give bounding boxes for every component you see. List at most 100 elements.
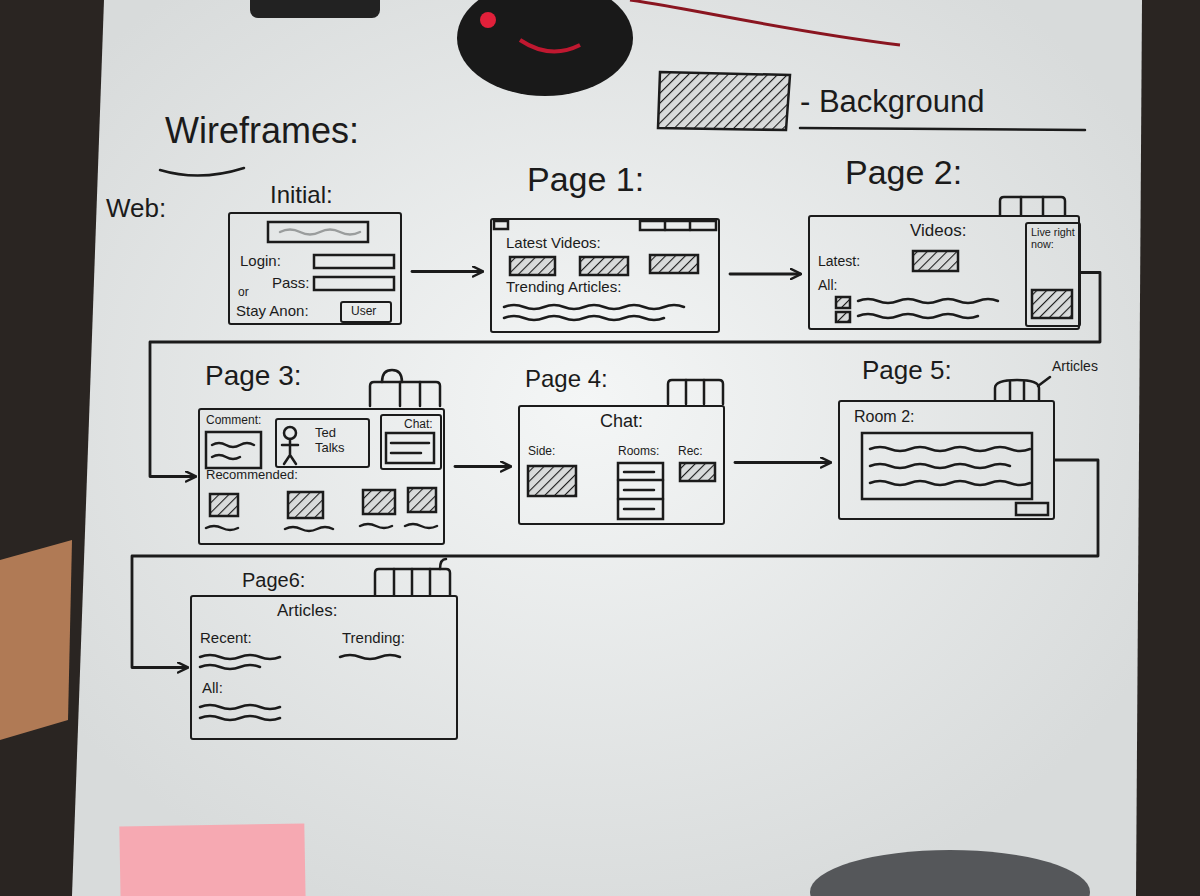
field-label: Side: [528,445,555,459]
text-scribble [200,705,280,720]
legend-swatch [658,72,790,130]
video-thumbnail [913,251,958,271]
comment-box [206,432,261,468]
charger [250,0,380,18]
mouse-light [520,40,580,51]
leader-line [1038,377,1050,386]
live-video [1032,290,1072,318]
field-label: All: [818,277,837,293]
diagram-title: Wireframes: [165,110,359,151]
field-label: Room 2: [854,408,914,426]
sticky-note [119,823,305,896]
field-label: Chat: [404,418,433,432]
browser-tabs [640,221,716,230]
browser-tabs [370,382,440,406]
text-scribble [340,655,400,659]
chat-room-box [862,433,1032,499]
inner-panel: User [340,301,392,323]
text-scribble [870,464,1010,468]
whiteboard [72,0,1142,896]
wireframe-page: Page 3:Comment:Recommended:Ted TalksChat… [198,408,445,545]
text-scribble [618,472,663,509]
wireframe-page: Page 5:Room 2: [838,400,1055,520]
field-label: Videos: [910,221,966,241]
field-label: Rec: [678,445,703,459]
flow-arrow [412,270,482,273]
field-label: Chat: [600,411,643,432]
text-scribble [858,314,978,318]
tab-handle [382,370,402,382]
browser-tab [494,221,508,229]
input-box [314,255,394,268]
field-label: Pass: [272,274,310,291]
browser-tabs [995,380,1039,400]
video-thumbnail [836,312,850,322]
flow-arrow [455,465,510,468]
cable [630,0,900,45]
person-figure [284,427,296,439]
video-thumbnail [580,257,628,275]
wireframe-page: Page6:Articles:Recent:Trending:All: [190,595,458,740]
field-label: All: [202,679,223,696]
inner-panel: Ted Talks [275,418,370,468]
text-scribble [200,655,280,669]
video-thumbnail [363,490,395,514]
field-label: User [351,305,376,319]
page-heading: Page 5: [862,356,952,386]
text-scribble [870,447,1030,451]
free-label: Web: [106,194,166,224]
tab-divider [400,382,420,406]
free-label: Articles [1052,358,1098,374]
video-thumbnail [210,494,238,516]
input-box [314,277,394,290]
field-label: Recent: [200,629,252,646]
page-heading: Initial: [270,181,333,209]
field-label: Live right now: [1031,226,1075,251]
legend-text: - Background [800,84,984,120]
field-label: Latest: [818,253,860,269]
field-label: Latest Videos: [506,234,601,251]
tab-divider [1021,197,1043,215]
flow-arrow [735,461,830,464]
field-label: Rooms: [618,445,659,459]
erased-scribble [280,230,360,235]
text-scribble [391,443,429,453]
wireframe-page: Page 2:Videos:Latest:All:Live right now: [808,215,1080,330]
field-label: Ted Talks [315,426,365,456]
logo-box [268,222,368,242]
field-label: Login: [240,252,281,269]
text-scribble [504,316,664,320]
field-label: Comment: [206,414,261,428]
field-label: Trending: [342,629,405,646]
cloth [810,850,1090,896]
wireframe-page: Initial:Login:Pass:orStay Anon:User [228,212,402,325]
text-scribble [206,524,437,531]
tab-divider [665,221,690,230]
browser-tabs [375,569,450,595]
video-thumbnail [408,488,436,512]
tab-divider [686,380,704,404]
flow-arrow [132,460,1098,668]
field-label: Stay Anon: [236,302,309,319]
flow-arrow [730,273,800,276]
video-thumbnail [288,492,323,518]
text-scribble [212,443,254,459]
mouse-light [480,12,496,28]
video-thumbnail [650,255,698,273]
send-button [1016,503,1048,515]
field-label: Trending Articles: [506,278,621,295]
video-thumbnail [836,297,850,308]
legend-underline [800,128,1085,130]
rooms-list [618,463,663,519]
text-scribble [504,305,684,309]
tab-divider [1010,382,1024,400]
tab-divider [394,569,430,595]
hand [0,540,72,740]
text-scribble [870,481,1030,485]
wireframe-page: Page 4:Chat:Side:Rooms:Rec: [518,405,725,525]
person-figure [282,439,298,464]
page-heading: Page 1: [527,160,644,199]
browser-tabs [1000,197,1065,215]
tab-handle [440,559,446,569]
